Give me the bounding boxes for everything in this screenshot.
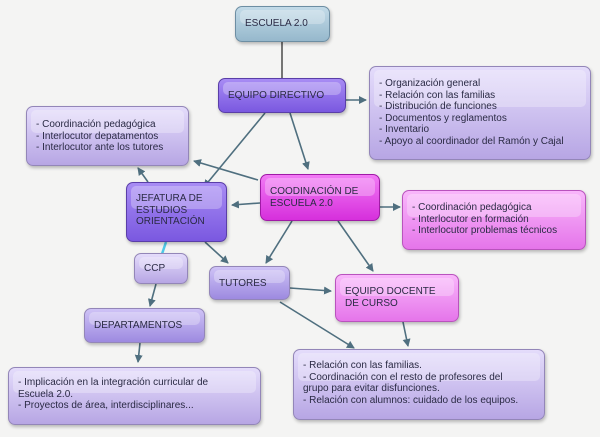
list-item: - Coordinación pedagógica xyxy=(36,119,156,130)
node-coordinacion[interactable]: COODINACIÓN DE ESCUELA 2.0 xyxy=(260,174,380,221)
node-escuela[interactable]: ESCUELA 2.0 xyxy=(235,6,330,42)
edge-coordinacion-jefaturalist xyxy=(193,159,259,181)
edge-directivo-jefatura xyxy=(203,112,266,188)
list-item: Escuela 2.0. xyxy=(18,388,74,400)
node-docente-list[interactable]: - Relación con las familias. - Coordinac… xyxy=(293,349,545,420)
node-label: EQUIPO DOCENTE xyxy=(345,286,436,297)
list-item: - Interlocutor depatamentos xyxy=(36,130,159,142)
node-label: TUTORES xyxy=(219,278,267,289)
node-ccp[interactable]: CCP xyxy=(134,253,188,284)
list-item: - Interlocutor problemas técnicos xyxy=(412,225,558,236)
node-label: ESCUELA 2.0 xyxy=(245,18,308,29)
edge-coordinacion-tutores xyxy=(265,220,293,264)
node-jefatura-list[interactable]: - Coordinación pedagógica - Interlocutor… xyxy=(26,106,189,166)
node-label: EQUIPO DIRECTIVO xyxy=(228,90,325,101)
node-jefatura[interactable]: JEFATURA DE ESTUDIOS ORIENTACIÓN xyxy=(126,182,227,242)
node-label: ORIENTACIÓN xyxy=(136,216,205,227)
list-item: - Coordinación pedagógica xyxy=(412,202,532,213)
node-equipo-docente[interactable]: EQUIPO DOCENTE DE CURSO xyxy=(335,274,459,322)
node-label: COODINACIÓN DE xyxy=(270,186,359,197)
node-label: ESTUDIOS xyxy=(136,204,188,216)
list-item: - Interlocutor en formación xyxy=(412,213,529,225)
list-item: - Relación con alumnos: cuidado de los e… xyxy=(303,394,519,406)
list-item: - Inventario xyxy=(379,124,430,135)
edge-tutores-doclist xyxy=(279,301,355,349)
edge-tutores-docente xyxy=(289,286,332,295)
edge-jefatura-tutores xyxy=(204,241,229,264)
list-item: grupo para evitar disfunciones. xyxy=(303,383,440,394)
edge-departamentos-list xyxy=(134,342,143,363)
edge-docente-doclist xyxy=(402,321,411,347)
list-item: - Relación con las familias. xyxy=(303,360,422,371)
node-label: JEFATURA DE xyxy=(136,193,203,204)
list-item: - Organización general xyxy=(379,78,481,89)
edge-coordinacion-docente xyxy=(337,220,374,272)
node-departamentos-list[interactable]: - Implicación en la integración curricul… xyxy=(8,367,261,425)
list-item: - Apoyo al coordinador del Ramón y Cajal xyxy=(379,135,564,147)
edge-jefatura-list xyxy=(137,167,149,183)
list-item: - Interlocutor ante los tutores xyxy=(36,142,164,153)
node-directivo-list[interactable]: - Organización general - Relación con la… xyxy=(369,66,591,160)
node-label: CCP xyxy=(144,263,166,274)
node-departamentos[interactable]: DEPARTAMENTOS xyxy=(84,308,205,343)
node-label: DE CURSO xyxy=(345,297,398,309)
list-item: - Distribución de funciones xyxy=(379,101,497,112)
list-item: - Relación con las familias xyxy=(379,89,496,101)
edge-directivo-coordinacion xyxy=(289,112,310,170)
node-tutores[interactable]: TUTORES xyxy=(209,266,290,300)
list-item: - Proyectos de área, interdisciplinares.… xyxy=(18,400,194,411)
edge-ccp-departamentos xyxy=(147,283,157,307)
node-coordinacion-list[interactable]: - Coordinación pedagógica - Interlocutor… xyxy=(402,190,586,250)
list-item: - Documentos y reglamentos xyxy=(379,112,507,124)
edge-jefatura-ccp xyxy=(160,241,168,255)
node-label: DEPARTAMENTOS xyxy=(94,320,183,331)
node-label: ESCUELA 2.0 xyxy=(270,197,333,209)
node-equipo-directivo[interactable]: EQUIPO DIRECTIVO xyxy=(218,78,346,113)
edge-coordinacion-jefatura xyxy=(231,200,261,209)
list-item: - Coordinación con el resto de profesore… xyxy=(303,371,503,383)
list-item: - Implicación en la integración curricul… xyxy=(18,377,209,388)
